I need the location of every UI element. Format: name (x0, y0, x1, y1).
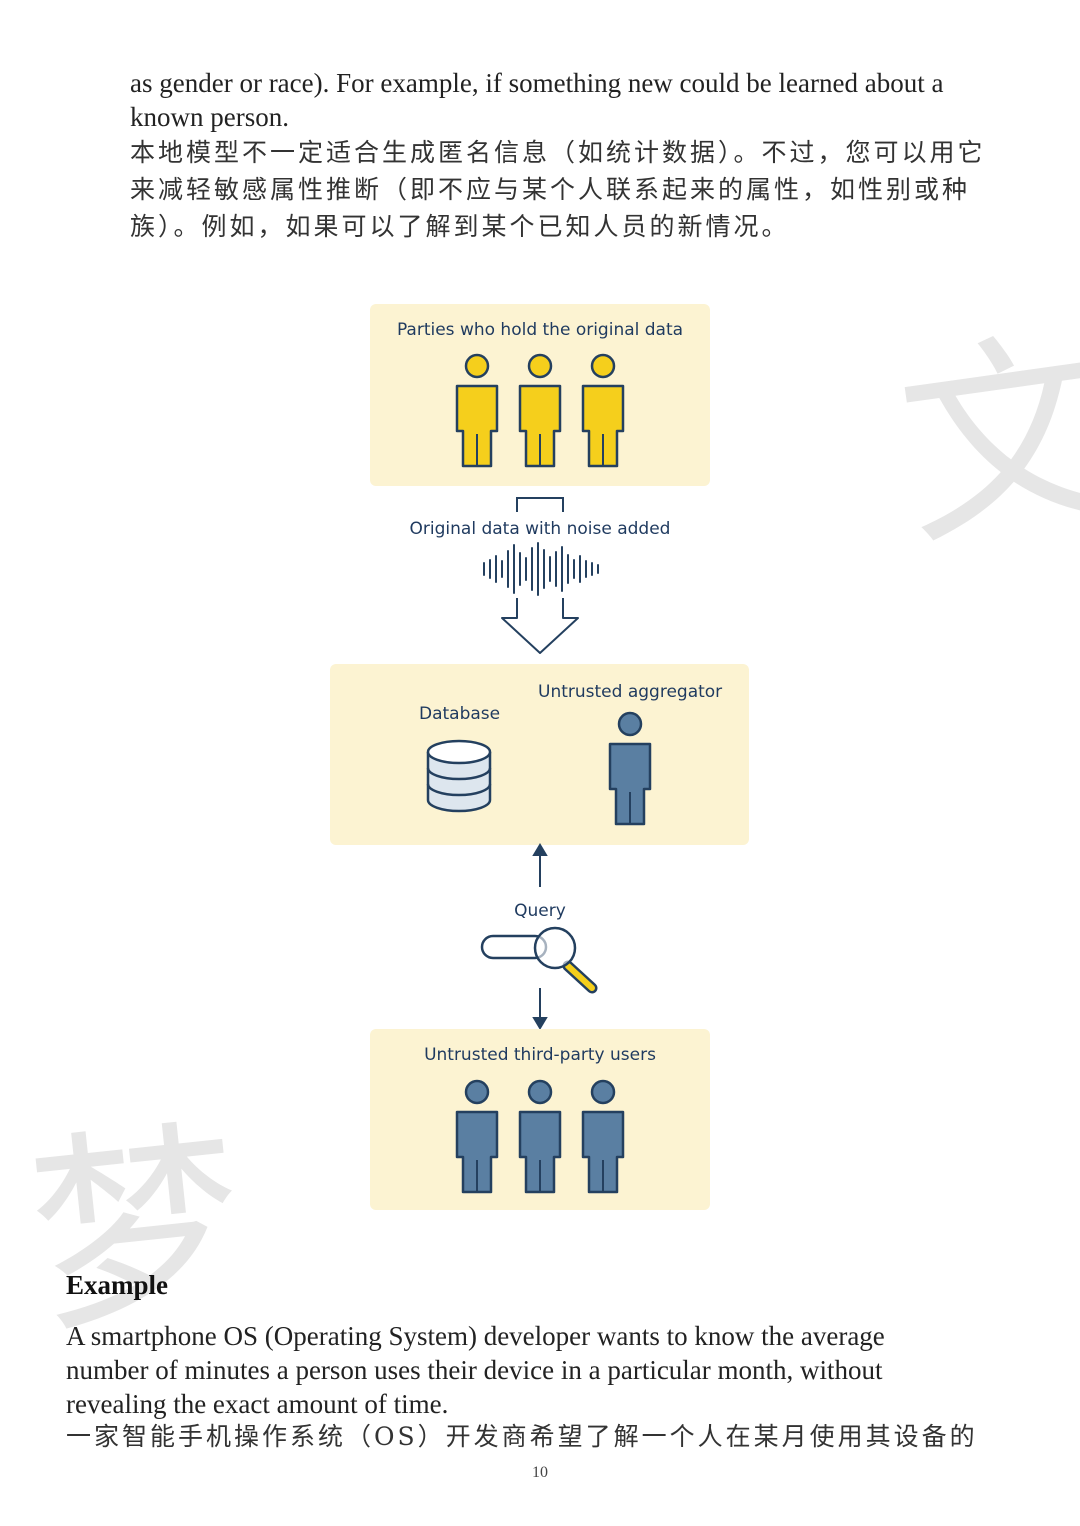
paragraph-chinese-intro: 本地模型不一定适合生成匿名信息（如统计数据）。不过，您可以用它来减轻敏感属性推断… (130, 138, 986, 241)
search-query-icon (480, 926, 598, 994)
noise-waveform-icon (483, 542, 599, 596)
database-icon (426, 739, 492, 813)
paragraph-english-example: A smartphone OS (Operating System) devel… (66, 1321, 885, 1419)
person-icon-yellow-2 (518, 353, 562, 468)
label-database: Database (419, 704, 501, 724)
page-number: 10 (532, 1464, 548, 1481)
label-third-party-users: Untrusted third-party users (424, 1045, 656, 1065)
label-query: Query (514, 901, 566, 921)
paragraph-chinese-example: 一家智能手机操作系统（OS）开发商希望了解一个人在某月使用其设备的 (66, 1422, 978, 1451)
paragraph-english-intro: as gender or race). For example, if some… (130, 68, 944, 132)
section-heading-example: Example (66, 1270, 169, 1300)
down-arrow-outline (501, 598, 579, 654)
panel-database-aggregator (330, 664, 749, 845)
person-icon-blue-1 (455, 1079, 499, 1194)
label-untrusted-aggregator: Untrusted aggregator (538, 682, 723, 702)
label-parties-original-data: Parties who hold the original data (396, 320, 684, 340)
up-arrow-icon (532, 843, 548, 887)
label-noise-added: Original data with noise added (409, 519, 671, 539)
down-arrow-icon (532, 988, 548, 1030)
bracket-top-connector (516, 497, 564, 512)
person-icon-yellow-3 (581, 353, 625, 468)
person-icon-aggregator (608, 711, 652, 826)
person-icon-blue-2 (518, 1079, 562, 1194)
person-icon-blue-3 (581, 1079, 625, 1194)
person-icon-yellow-1 (455, 353, 499, 468)
